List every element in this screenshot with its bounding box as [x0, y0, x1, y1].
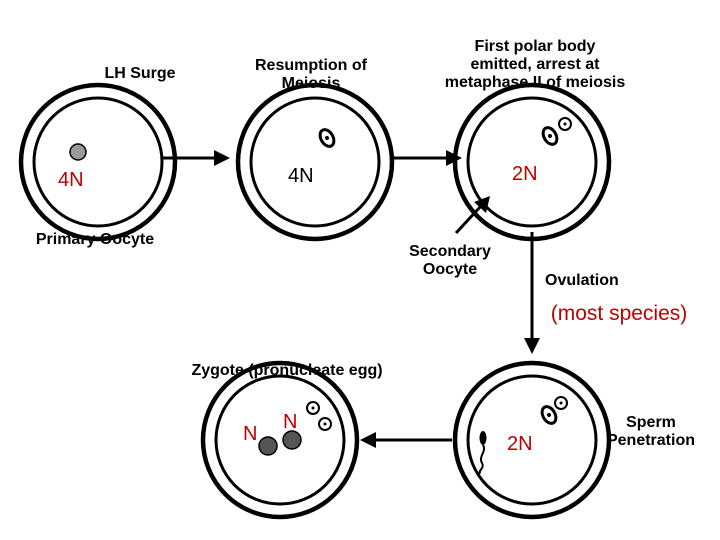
- polar-body-icon-1: [306, 401, 320, 415]
- resumed-oocyte-cell: 4N: [235, 82, 395, 242]
- secondary-oocyte-label-line2: Oocyte: [423, 261, 477, 278]
- oocyte-membrane: [249, 96, 381, 228]
- lh-surge-label: LH Surge: [104, 65, 175, 82]
- secondary-oocyte-label-line1: Secondary: [409, 243, 491, 260]
- oocyte-membrane: [466, 96, 598, 228]
- female-pronucleus: [258, 436, 278, 456]
- oocyte-membrane: [32, 96, 164, 228]
- ploidy-fertilized: 2N: [507, 433, 533, 455]
- zona-pellucida: [452, 360, 612, 520]
- sperm-icon: [478, 431, 487, 475]
- fertilized-oocyte-cell: 2N: [452, 360, 612, 520]
- oocyte-membrane: [466, 374, 598, 506]
- arrow-left: [360, 432, 452, 448]
- ploidy-pronucleus-b: N: [283, 411, 297, 433]
- primary-oocyte-cell: 4N: [18, 82, 178, 242]
- ploidy-primary: 4N: [58, 169, 84, 191]
- zona-pellucida: [235, 82, 395, 242]
- first-polar-label-line3: metaphase II of meiosis: [445, 74, 626, 91]
- ovulation-label: Ovulation: [545, 272, 619, 289]
- ploidy-pronucleus-a: N: [243, 423, 257, 445]
- zona-pellucida: [452, 82, 612, 242]
- secondary-oocyte-cell: 2N: [452, 82, 612, 242]
- chromosome-icon: [540, 405, 558, 425]
- first-polar-body-icon: [558, 117, 572, 131]
- first-polar-label-line2: emitted, arrest at: [471, 56, 601, 73]
- chromosome-icon: [541, 126, 559, 146]
- ovulation-arrow-down: [524, 232, 540, 354]
- zygote-cell: N N: [200, 360, 360, 520]
- oocyte-membrane: [214, 374, 346, 506]
- zona-pellucida: [18, 82, 178, 242]
- secondary-oocyte-pointer-arrow: [454, 196, 490, 235]
- most-species-label: (most species): [551, 302, 688, 325]
- ploidy-resumed: 4N: [288, 165, 314, 187]
- sperm-penetration-label-line1: Sperm: [626, 414, 676, 431]
- ploidy-secondary: 2N: [512, 163, 538, 185]
- resumption-label-line1: Resumption of: [255, 57, 368, 74]
- arrow-right-2: [392, 150, 462, 166]
- zona-pellucida: [200, 360, 360, 520]
- sperm-penetration-label-line2: Penetration: [607, 432, 695, 449]
- chromosome-icon: [318, 128, 336, 148]
- male-pronucleus: [282, 430, 302, 450]
- arrow-right-1: [162, 150, 230, 166]
- primary-oocyte-label: Primary Oocyte: [36, 231, 154, 248]
- first-polar-label-line1: First polar body: [475, 38, 596, 55]
- germinal-vesicle-nucleus: [69, 143, 87, 161]
- polar-body-icon-2: [318, 417, 332, 431]
- polar-body-icon: [554, 396, 568, 410]
